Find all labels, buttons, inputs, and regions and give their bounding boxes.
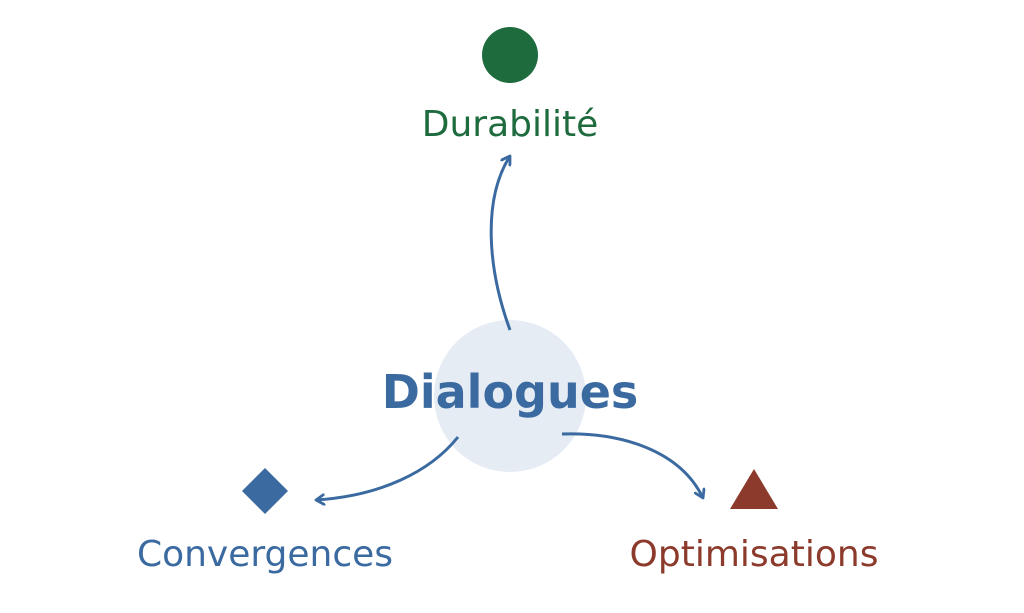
arrow-to-optimisations: [561, 432, 703, 498]
center-halo: [434, 320, 586, 472]
durabilite-circle-icon: [482, 27, 538, 83]
durabilite-label: Durabilité: [422, 104, 599, 145]
convergences-diamond-icon: [242, 468, 288, 514]
arrow-to-convergences: [316, 436, 460, 500]
optimisations-triangle-icon: [730, 469, 778, 509]
convergences-label: Convergences: [137, 534, 393, 575]
arrow-to-durabilite: [489, 156, 512, 331]
optimisations-label: Optimisations: [630, 534, 879, 575]
center-label: Dialogues: [382, 365, 639, 419]
